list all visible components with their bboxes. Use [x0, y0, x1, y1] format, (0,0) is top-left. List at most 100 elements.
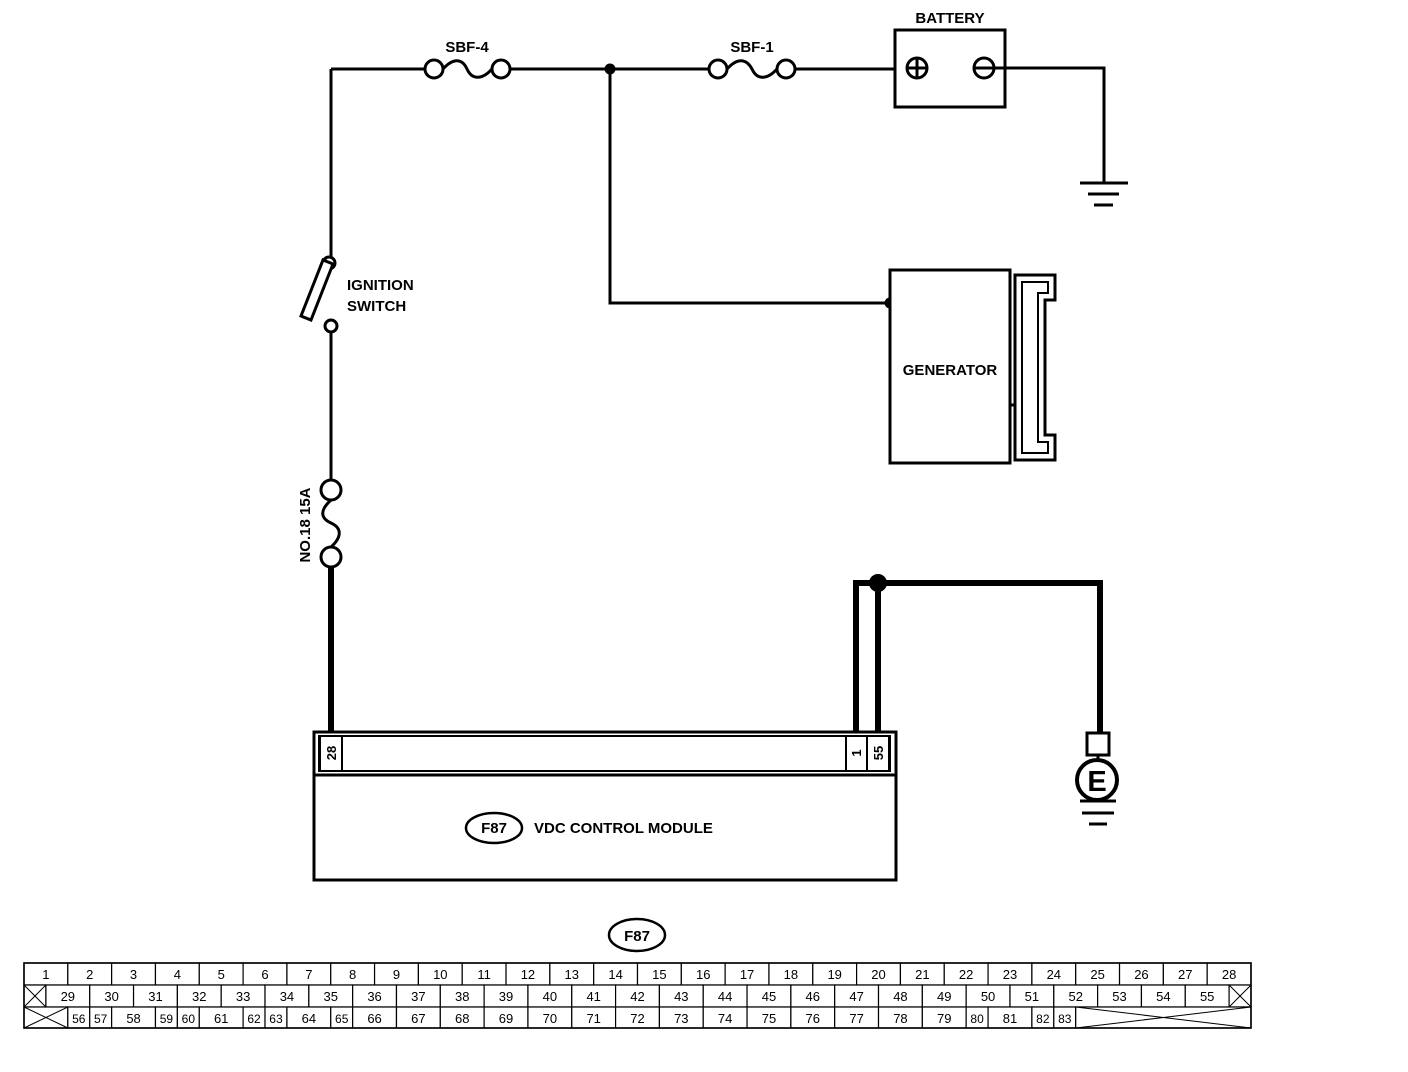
- pin-number: 48: [893, 989, 907, 1004]
- pin-number: 62: [247, 1012, 261, 1026]
- module-pin-55: 55: [866, 735, 890, 772]
- pin-cell-82: 82: [1031, 1006, 1055, 1029]
- pin-number: 19: [827, 967, 841, 982]
- pin-cell-62: 62: [242, 1006, 266, 1029]
- pin-cell-56: 56: [67, 1006, 91, 1029]
- pin-cell-43: 43: [658, 984, 704, 1008]
- pin-cell-80: 80: [965, 1006, 989, 1029]
- fuse-no18-label: NO.18 15A: [297, 487, 314, 562]
- pin-number: 47: [849, 989, 863, 1004]
- pin-number: 45: [762, 989, 776, 1004]
- pin-cell-11: 11: [461, 962, 507, 986]
- pin-cell-22: 22: [943, 962, 989, 986]
- pin-number: 11: [477, 967, 491, 982]
- pin-number: 82: [1036, 1012, 1050, 1026]
- fuse-sbf4: SBF-4: [423, 39, 512, 80]
- pin-number: 73: [674, 1011, 688, 1026]
- pin-cell-7: 7: [286, 962, 332, 986]
- pin-number: 65: [335, 1012, 349, 1026]
- generator: GENERATOR: [888, 268, 1057, 465]
- fuse-sbf1-label: SBF-1: [730, 39, 773, 56]
- pin-number: 63: [269, 1012, 283, 1026]
- pin-cell-68: 68: [439, 1006, 485, 1029]
- pin-cell-55: 55: [1184, 984, 1230, 1008]
- module-connector-id-badge: [464, 811, 524, 845]
- pin-number: 49: [937, 989, 951, 1004]
- connector-table-header: F87: [607, 917, 667, 953]
- pin-cell-42: 42: [614, 984, 661, 1008]
- pin-number: 10: [433, 967, 447, 982]
- pin-number: 61: [214, 1011, 228, 1026]
- ignition-switch-label-line2: SWITCH: [347, 298, 406, 315]
- pin-cell-73: 73: [658, 1006, 704, 1029]
- pin1-ground-wire: [853, 580, 1103, 736]
- generator-feed-wire: [608, 69, 890, 305]
- pin-number: 29: [61, 989, 75, 1004]
- pin-number: 12: [521, 967, 535, 982]
- pin-number: 21: [915, 967, 929, 982]
- unused-pin-cell: [1228, 984, 1252, 1008]
- unused-pin-cell: [1075, 1006, 1252, 1029]
- pin-cell-79: 79: [921, 1006, 967, 1029]
- ground-icon-battery: [1080, 181, 1128, 207]
- module-pin-1-label: 1: [849, 749, 864, 756]
- pin-cell-63: 63: [264, 1006, 288, 1029]
- pin-cell-29: 29: [45, 984, 91, 1008]
- pin-cell-39: 39: [483, 984, 529, 1008]
- pin-cell-66: 66: [352, 1006, 398, 1029]
- pin-cell-21: 21: [899, 962, 945, 986]
- pin-cell-67: 67: [395, 1006, 441, 1029]
- ignition-switch-label-line1: IGNITION: [347, 277, 414, 294]
- pin-number: 39: [499, 989, 513, 1004]
- pin-cell-5: 5: [198, 962, 244, 986]
- pin-number: 18: [784, 967, 798, 982]
- pin-cell-3: 3: [111, 962, 157, 986]
- pin-cell-16: 16: [680, 962, 726, 986]
- pin-cell-31: 31: [132, 984, 178, 1008]
- pin-cell-6: 6: [242, 962, 288, 986]
- pin-cell-48: 48: [877, 984, 923, 1008]
- pin-number: 52: [1068, 989, 1082, 1004]
- pin-cell-27: 27: [1162, 962, 1208, 986]
- pin-number: 44: [718, 989, 732, 1004]
- pin-cell-32: 32: [176, 984, 222, 1008]
- ground-junction-dot: [869, 574, 887, 592]
- pin-number: 77: [849, 1011, 863, 1026]
- pin-cell-72: 72: [614, 1006, 661, 1029]
- pin-cell-60: 60: [176, 1006, 200, 1029]
- module-pin-55-label: 55: [871, 746, 886, 760]
- pin-cell-35: 35: [308, 984, 354, 1008]
- pin-cell-76: 76: [790, 1006, 836, 1029]
- pin-number: 23: [1003, 967, 1017, 982]
- pin-number: 51: [1025, 989, 1039, 1004]
- pin-number: 5: [218, 967, 225, 982]
- connector-table-id-badge: [607, 917, 667, 953]
- pin-cell-4: 4: [154, 962, 200, 986]
- pin-cell-78: 78: [877, 1006, 923, 1029]
- pin-cell-59: 59: [154, 1006, 178, 1029]
- fuse-sbf4-label: SBF-4: [445, 39, 489, 56]
- pin-number: 6: [261, 967, 268, 982]
- pin-cell-52: 52: [1053, 984, 1099, 1008]
- pin-cell-51: 51: [1009, 984, 1055, 1008]
- pin-number: 14: [608, 967, 622, 982]
- pin-cell-41: 41: [571, 984, 617, 1008]
- pin-number: 34: [280, 989, 294, 1004]
- pin-number: 64: [302, 1011, 316, 1026]
- pin-number: 38: [455, 989, 469, 1004]
- fuse-no18: NO.18 15A: [297, 478, 343, 569]
- pin-cell-57: 57: [89, 1006, 113, 1029]
- pin-number: 33: [236, 989, 250, 1004]
- pin-number: 79: [937, 1011, 951, 1026]
- pin-number: 68: [455, 1011, 469, 1026]
- pin-cell-58: 58: [111, 1006, 157, 1029]
- pin-number: 78: [893, 1011, 907, 1026]
- pin-cell-50: 50: [965, 984, 1011, 1008]
- module-pin-28-label: 28: [324, 746, 339, 760]
- module-pin-1: 1: [845, 735, 868, 772]
- pin-cell-53: 53: [1097, 984, 1143, 1008]
- pin-cell-77: 77: [834, 1006, 880, 1029]
- pin-cell-65: 65: [330, 1006, 354, 1029]
- ignition-switch: IGNITION SWITCH: [299, 255, 414, 334]
